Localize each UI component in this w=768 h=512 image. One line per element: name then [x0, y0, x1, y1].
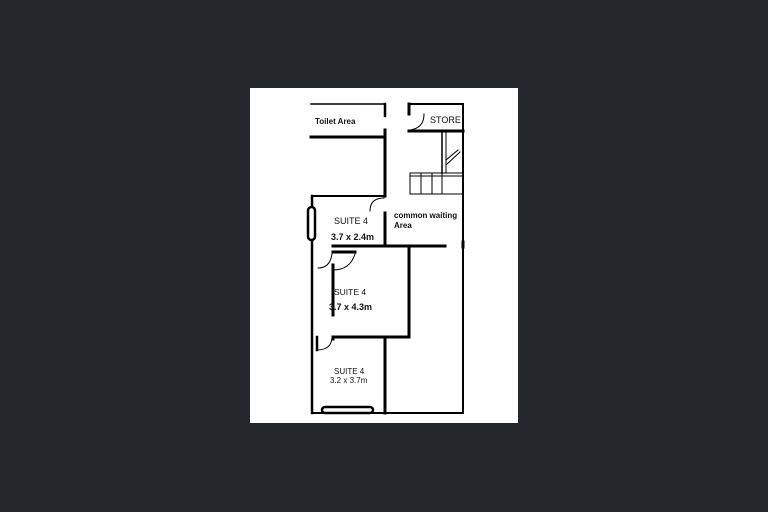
suite-c-name: SUITE 4 [334, 367, 365, 376]
waiting-area-label-2: Area [394, 221, 412, 230]
toilet-area-label: Toilet Area [315, 117, 356, 126]
window-icon [306, 205, 317, 242]
suite-a-size: 3.7 x 2.4m [331, 232, 374, 242]
suite-b-size: 3.7 x 4.3m [329, 302, 372, 312]
suite-a-name: SUITE 4 [334, 216, 368, 226]
store-label: STORE [430, 115, 461, 125]
walls [309, 102, 465, 415]
suite-b-name: SUITE 4 [334, 287, 366, 297]
window-icon [320, 405, 375, 415]
suite-c-size: 3.2 x 3.7m [330, 376, 368, 385]
waiting-area-label: common waiting [394, 211, 457, 220]
